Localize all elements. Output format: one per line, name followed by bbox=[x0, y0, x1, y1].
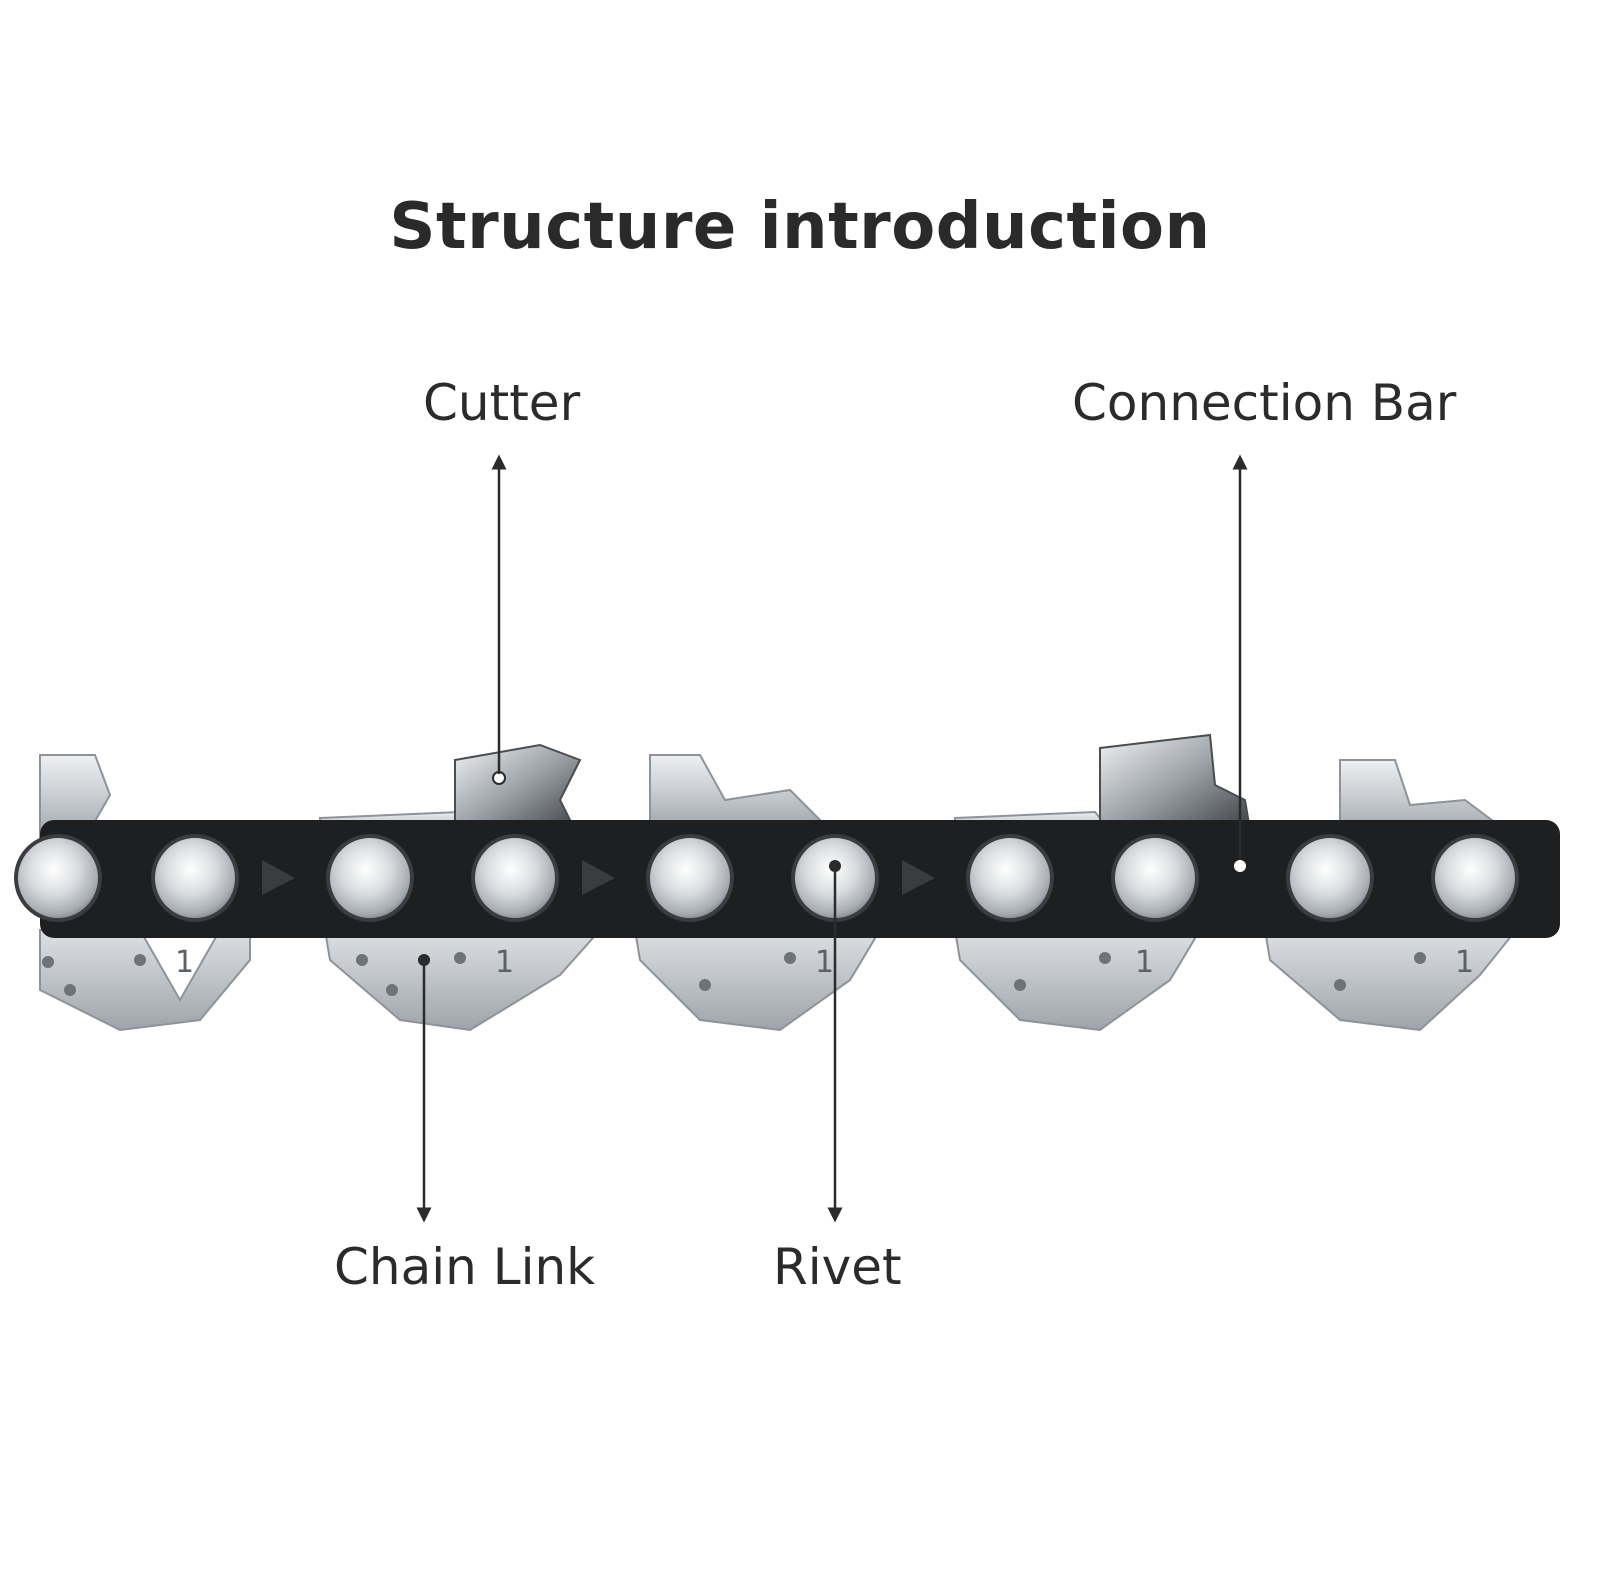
link-hole bbox=[784, 952, 796, 964]
cutter-tooth bbox=[1099, 733, 1252, 834]
link-marks: 1 1 1 1 1 bbox=[175, 945, 1474, 980]
link-hole bbox=[1334, 979, 1346, 991]
rivet-icon bbox=[471, 834, 559, 922]
link-hole bbox=[1099, 952, 1111, 964]
depth-gauge bbox=[39, 754, 112, 842]
rivet-icon bbox=[151, 834, 239, 922]
callout-dot bbox=[829, 860, 841, 872]
upper-links bbox=[39, 754, 1508, 842]
rivet-icon bbox=[326, 834, 414, 922]
link-hole bbox=[42, 956, 54, 968]
rivet-icon bbox=[966, 834, 1054, 922]
label-rivet: Rivet bbox=[773, 1238, 902, 1296]
rivet-icon bbox=[14, 834, 102, 922]
link-hole bbox=[64, 984, 76, 996]
cutters bbox=[454, 733, 1252, 834]
link-mark: 1 bbox=[495, 945, 514, 980]
rivet-icon bbox=[1286, 834, 1374, 922]
callout-arrows bbox=[416, 454, 1248, 1223]
link-hole bbox=[699, 979, 711, 991]
direction-arrow-icon bbox=[902, 860, 935, 895]
link-mark: 1 bbox=[175, 945, 194, 980]
direction-arrow-icon bbox=[262, 860, 295, 895]
link-mark: 1 bbox=[1135, 945, 1154, 980]
rivet-icon bbox=[1431, 834, 1519, 922]
label-connection-bar: Connection Bar bbox=[1072, 374, 1457, 432]
link-hole bbox=[134, 954, 146, 966]
callout-dot bbox=[418, 954, 430, 966]
cutter-tooth bbox=[454, 743, 582, 834]
rivet-icon bbox=[646, 834, 734, 922]
rivet-icon bbox=[1111, 834, 1199, 922]
callout-dots bbox=[418, 771, 1246, 966]
callout-dot bbox=[1234, 860, 1246, 872]
link-hole bbox=[1014, 979, 1026, 991]
depth-gauge bbox=[649, 754, 833, 831]
link-hole bbox=[386, 984, 398, 996]
link-hole bbox=[356, 954, 368, 966]
label-cutter: Cutter bbox=[423, 374, 581, 432]
link-details bbox=[42, 952, 1426, 996]
diagram-title: Structure introduction bbox=[389, 190, 1211, 264]
link-mark: 1 bbox=[1455, 945, 1474, 980]
rivets bbox=[14, 834, 1519, 922]
link-hole bbox=[1414, 952, 1426, 964]
label-chain-link: Chain Link bbox=[334, 1238, 596, 1296]
link-hole bbox=[454, 952, 466, 964]
direction-arrow-icon bbox=[582, 860, 615, 895]
link-mark: 1 bbox=[815, 945, 834, 980]
